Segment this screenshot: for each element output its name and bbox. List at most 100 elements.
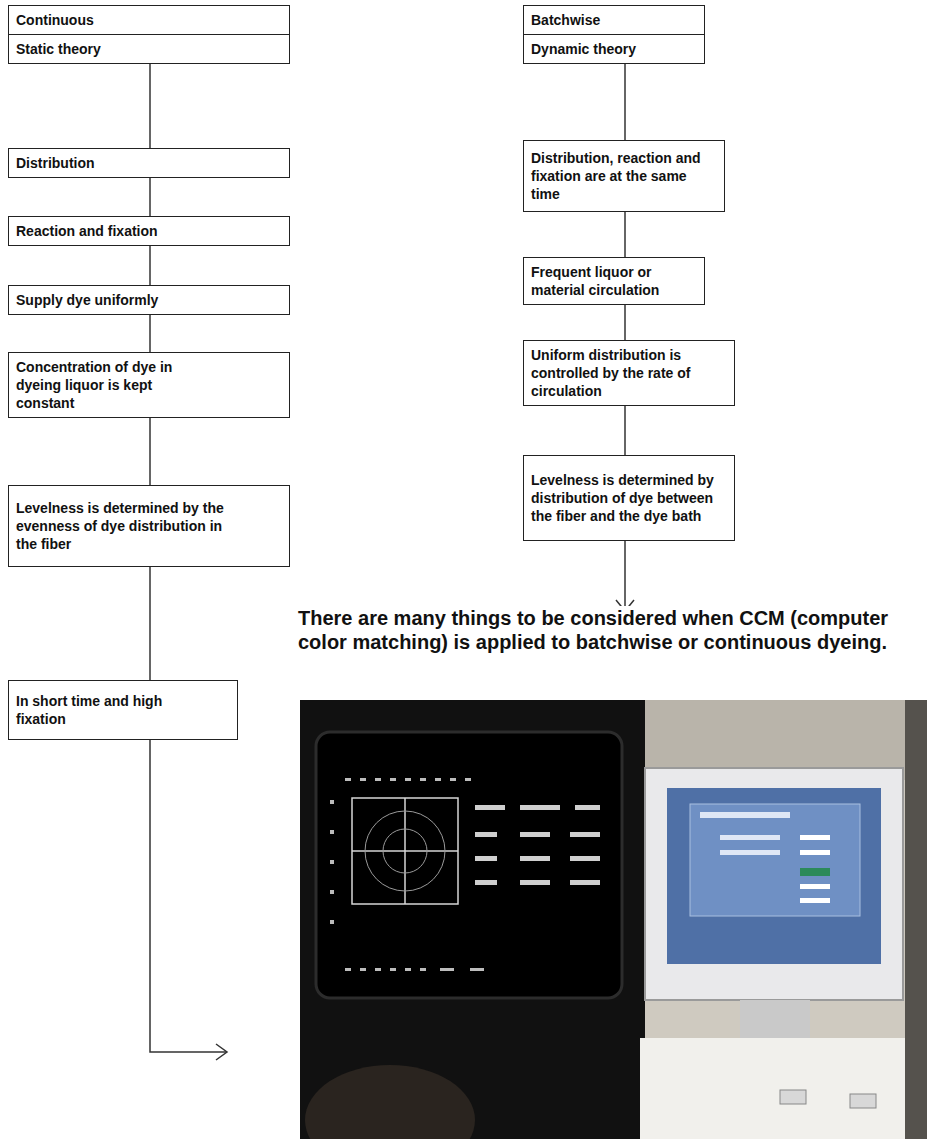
box-text: Distribution, reaction and fixation are … [531,149,717,203]
screen-row [800,850,830,855]
process-box: In short time and high fixation [8,680,238,740]
screen-readout [475,805,600,885]
screen-window [690,804,860,916]
dot [405,778,411,781]
process-box: Uniform distribution is controlled by th… [523,340,735,406]
dot [330,830,334,834]
pillar [905,700,927,1139]
dot [375,968,381,971]
readout [520,832,550,837]
header-box: Continuous [8,5,290,35]
desk [640,1038,905,1139]
dot [345,968,351,971]
box-text: Reaction and fixation [16,222,158,240]
process-box: Supply dye uniformly [8,285,290,315]
dot [405,968,411,971]
flow-connector [150,246,151,285]
flow-line [150,700,226,1052]
connector-line [149,178,151,216]
dot [470,968,484,971]
screen-row [700,812,790,818]
connector-line [624,305,626,340]
flow-connector [625,64,626,141]
dot [330,800,334,804]
dot [420,968,426,971]
theory-box: Dynamic theory [523,34,705,64]
box-text: Dynamic theory [531,40,636,58]
box-text: Batchwise [531,11,600,29]
flow-connector [625,406,626,455]
connector-line [149,315,151,352]
box-text: In short time and high fixation [16,692,186,728]
flow-connector [150,315,151,352]
dot [330,890,334,894]
screen-row [800,884,830,889]
dot [390,968,396,971]
flow-connector [150,567,151,680]
flow-connector [625,305,626,340]
box-text: Levelness is determined by distribution … [531,471,727,525]
person-head [305,1065,475,1139]
dot [440,968,454,971]
process-box: Levelness is determined by distribution … [523,455,735,541]
process-box: Frequent liquor or material circulation [523,257,705,305]
box-text: Distribution [16,154,95,172]
caption-text: There are many things to be considered w… [298,606,913,654]
readout [570,856,600,861]
graph-axis [352,850,458,852]
dot [360,968,366,971]
dot [435,778,441,781]
monitor-stand [740,1000,810,1040]
box-text: Uniform distribution is controlled by th… [531,346,727,400]
connector-line [624,212,626,257]
screen-row [720,850,780,855]
dot [450,778,456,781]
readout [520,880,550,885]
dot [330,860,334,864]
box-text: Static theory [16,40,101,58]
flow-connector [150,64,151,149]
box-text: Concentration of dye in dyeing liquor is… [16,358,194,412]
arrow-head [216,1044,227,1060]
box-text: Frequent liquor or material circulation [531,263,697,299]
lcd-screen [667,788,881,964]
dot [330,920,334,924]
crt-screen [316,732,622,998]
process-box: Levelness is determined by the evenness … [8,485,290,567]
screen-row [800,898,830,903]
connector-line [149,64,151,149]
readout [475,805,505,810]
process-box: Distribution [8,148,290,178]
screen-row [800,835,830,840]
graph-circle [365,811,445,891]
process-box: Reaction and fixation [8,216,290,246]
readout [475,880,497,885]
lcd-monitor [645,768,903,1000]
connector-line [624,406,626,455]
graph-circle [383,829,427,873]
readout [575,805,600,810]
theory-box: Static theory [8,34,290,64]
process-box: Concentration of dye in dyeing liquor is… [8,352,290,418]
connector-line [149,567,151,680]
clip [850,1094,876,1108]
readout [520,856,550,861]
box-text: Supply dye uniformly [16,291,158,309]
screen-row [800,868,830,876]
connector-line [149,418,151,485]
dot [465,778,471,781]
readout [520,805,560,810]
connector-line [624,64,626,141]
flow-connector [150,418,151,485]
connector-line [149,246,151,285]
header-box: Batchwise [523,5,705,35]
dot [375,778,381,781]
box-text: Continuous [16,11,94,29]
readout [475,832,497,837]
graph-frame [352,798,458,904]
dot [345,778,351,781]
screen-dots [330,778,484,971]
process-box: Distribution, reaction and fixation are … [523,140,725,212]
box-text: Levelness is determined by the evenness … [16,499,231,553]
readout [570,880,600,885]
